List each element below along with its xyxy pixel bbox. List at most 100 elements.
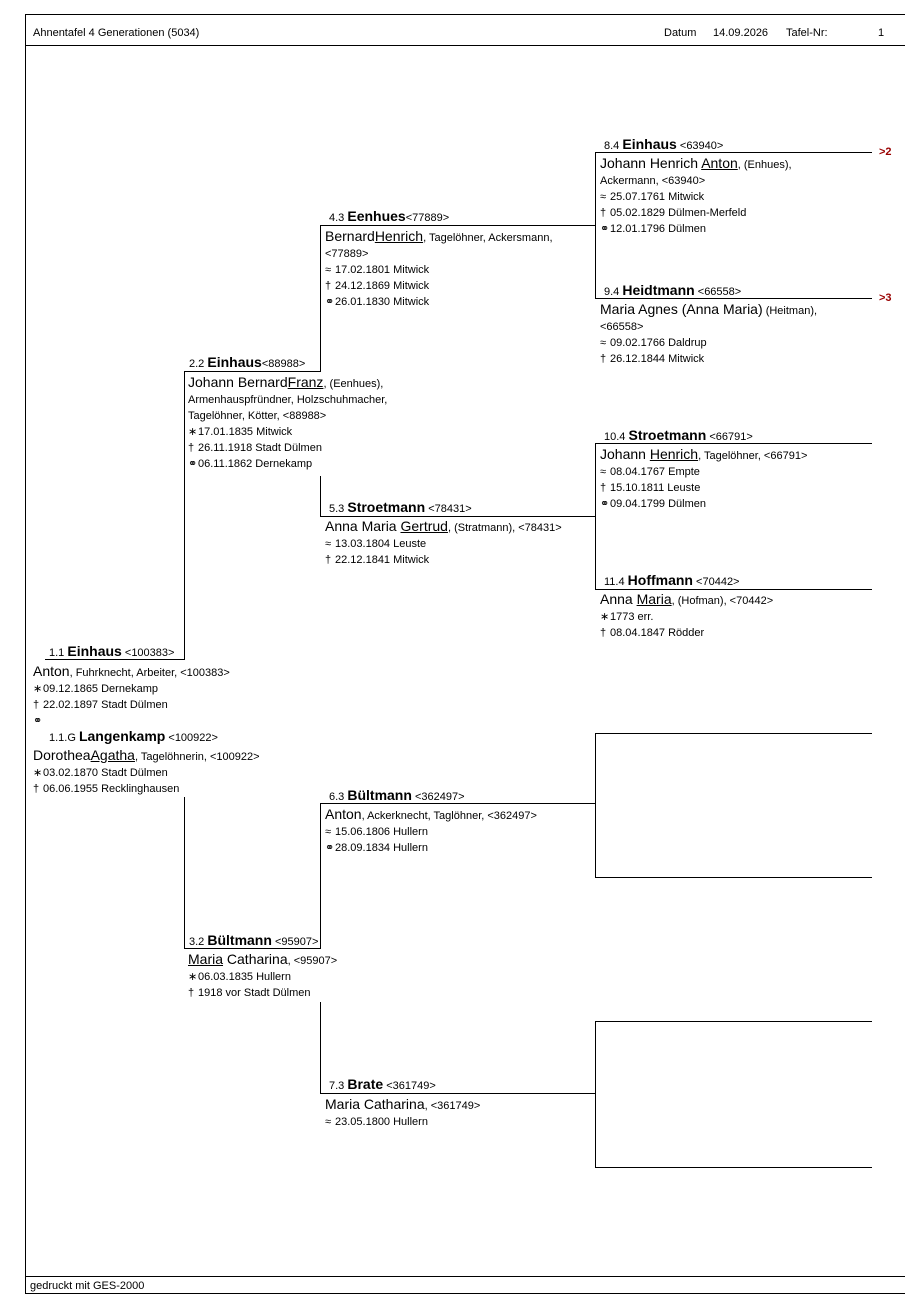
person-surname: Eenhues: [347, 208, 406, 224]
person-death: 15.10.1811 Leuste: [610, 482, 701, 494]
death-cross-icon: †: [188, 442, 195, 454]
footer-divider: [25, 1276, 905, 1277]
header-divider: [25, 45, 905, 46]
person-given-name: Maria Catharina: [325, 1096, 425, 1112]
person-surname: Stroetmann: [628, 427, 707, 443]
spouse-1-1-g: 1.1.G Langenkamp <100922>: [49, 728, 218, 746]
marriage-rings-icon: ⚭: [188, 458, 198, 470]
person-death: 05.02.1829 Dülmen-Merfeld: [610, 207, 747, 219]
person-surname: Heidtmann: [622, 282, 695, 298]
baptism-icon: ≈: [600, 466, 607, 478]
person-call-name: Maria: [188, 951, 224, 967]
person-given-name: Anna Maria: [325, 518, 401, 534]
person-surname: Hoffmann: [627, 572, 693, 588]
baptism-icon: ≈: [325, 826, 332, 838]
person-given-name: Bernard: [325, 228, 375, 244]
continuation-link-3[interactable]: >3: [879, 292, 892, 304]
person-marriage: 06.11.1862 Dernekamp: [198, 458, 313, 470]
person-1-1: 1.1 Einhaus <100383>: [49, 643, 174, 661]
person-call-name: Franz: [287, 374, 324, 390]
person-surname: Einhaus: [622, 136, 677, 152]
person-given-name: Johann: [600, 446, 650, 462]
marriage-rings-icon: ⚭: [600, 223, 610, 235]
person-death: 24.12.1869 Mitwick: [335, 280, 430, 292]
person-birth: 03.02.1870 Stadt Dülmen: [43, 767, 168, 779]
continuation-link-2[interactable]: >2: [879, 146, 892, 158]
marriage-rings-icon: ⚭: [325, 296, 335, 308]
baptism-icon: ≈: [325, 264, 332, 276]
death-cross-icon: †: [600, 207, 607, 219]
person-id: <100383>: [124, 647, 175, 659]
person-given-name: Johann Henrich: [600, 155, 702, 171]
person-11-4-details: Anna Maria, (Hofman), <70442> ∗1773 err.…: [600, 591, 773, 641]
person-given-name: Catharina: [223, 951, 288, 967]
person-number: 11.4: [604, 576, 625, 588]
person-number: 1.1: [49, 647, 65, 659]
person-occupation: (Heitman),: [762, 305, 818, 317]
connector-line: [184, 371, 321, 372]
connector-line: [45, 659, 185, 660]
date-label: Datum: [664, 27, 697, 39]
person-number: 5.3: [329, 503, 345, 515]
connector-line: [595, 298, 872, 299]
person-given-name: Maria Agnes (Anna Maria): [600, 301, 763, 317]
death-cross-icon: †: [325, 554, 332, 566]
person-9-4: 9.4 Heidtmann <66558>: [604, 282, 741, 300]
person-number: 8.4: [604, 140, 620, 152]
death-cross-icon: †: [600, 353, 607, 365]
person-death: 06.06.1955 Recklinghausen: [43, 783, 180, 795]
sheet-number-value: 1: [878, 27, 885, 39]
person-birth: 08.04.1767 Empte: [610, 466, 700, 478]
person-call-name: Gertrud: [400, 518, 448, 534]
person-1-1-details: Anton, Fuhrknecht, Arbeiter, <100383> ∗0…: [33, 663, 230, 729]
connector-line: [320, 225, 321, 371]
sheet-number-label: Tafel-Nr:: [786, 27, 828, 39]
person-birth: 25.07.1761 Mitwick: [610, 191, 705, 203]
person-death: 08.04.1847 Rödder: [610, 627, 705, 639]
baptism-icon: ≈: [600, 191, 607, 203]
person-occupation: , (Enhues),: [737, 159, 792, 171]
person-id: <66558>: [697, 286, 742, 298]
baptism-icon: ≈: [325, 1116, 332, 1128]
person-call-name: Anton: [701, 155, 738, 171]
marriage-rings-icon: ⚭: [325, 842, 335, 854]
person-id: <88988>: [261, 358, 306, 370]
person-death: 1918 vor Stadt Dülmen: [198, 987, 311, 999]
person-birth: 15.06.1806 Hullern: [335, 826, 428, 838]
connector-line: [595, 443, 872, 444]
death-cross-icon: †: [33, 783, 40, 795]
person-surname: Einhaus: [207, 354, 262, 370]
person-number: 4.3: [329, 212, 345, 224]
person-birth: 23.05.1800 Hullern: [335, 1116, 428, 1128]
connector-line: [320, 1002, 321, 1093]
person-occupation: , Ackerknecht, Taglöhner, <362497>: [361, 810, 537, 822]
person-birth: 13.03.1804 Leuste: [335, 538, 427, 550]
person-4-3-details: BernardHenrich, Tagelöhner, Ackersmann, …: [325, 228, 553, 310]
person-marriage: 26.01.1830 Mitwick: [335, 296, 430, 308]
connector-line: [320, 803, 321, 948]
person-occupation-line: <77889>: [325, 248, 369, 260]
death-cross-icon: †: [325, 280, 332, 292]
person-number: 10.4: [604, 431, 626, 443]
death-cross-icon: †: [33, 699, 40, 711]
person-3-2: 3.2 Bültmann <95907>: [189, 932, 318, 950]
connector-line: [595, 443, 596, 589]
person-occupation-line: Ackermann, <63940>: [600, 175, 706, 187]
baptism-icon: ≈: [600, 337, 607, 349]
page-title: Ahnentafel 4 Generationen (5034): [33, 27, 200, 39]
person-call-name: Maria: [636, 591, 672, 607]
person-occupation: , Tagelöhner, Ackersmann,: [423, 232, 553, 244]
person-birth: 09.12.1865 Dernekamp: [43, 683, 158, 695]
person-7-3: 7.3 Brate <361749>: [329, 1076, 436, 1094]
person-occupation: , (Hofman), <70442>: [671, 595, 774, 607]
connector-line: [320, 1093, 596, 1094]
person-given-name: Anna: [600, 591, 637, 607]
person-surname: Einhaus: [67, 643, 122, 659]
marriage-rings-icon: ⚭: [33, 715, 43, 727]
birth-star-icon: ∗: [188, 971, 198, 983]
person-marriage: 28.09.1834 Hullern: [335, 842, 428, 854]
person-7-3-details: Maria Catharina, <361749> ≈23.05.1800 Hu…: [325, 1096, 480, 1130]
person-death: 26.12.1844 Mitwick: [610, 353, 705, 365]
person-occupation-line: Armenhauspfründner, Holzschuhmacher,: [188, 394, 388, 406]
person-10-4-details: Johann Henrich, Tagelöhner, <66791> ≈08.…: [600, 446, 807, 512]
